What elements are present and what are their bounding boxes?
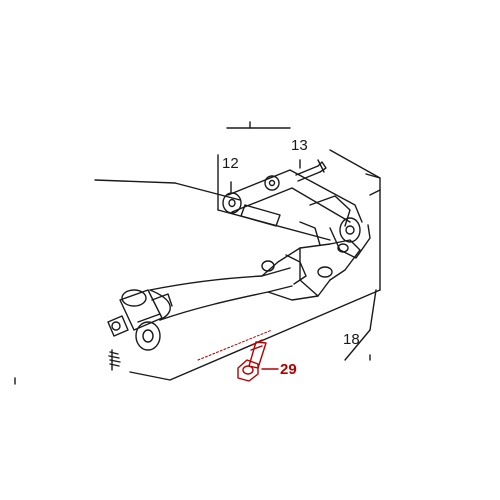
leader-lines <box>230 159 301 193</box>
callout-18: 18 <box>343 331 360 348</box>
trailing-arm <box>149 239 361 321</box>
bolt-29-highlight <box>197 329 279 382</box>
knuckle-bushing <box>107 289 173 371</box>
upper-link <box>222 169 371 259</box>
bolt-13 <box>295 159 327 182</box>
callout-29: 29 <box>280 361 297 378</box>
callout-12: 12 <box>222 155 239 172</box>
edge-marks <box>14 354 371 385</box>
assembly-frame-lines <box>94 121 381 381</box>
callout-13: 13 <box>291 137 308 154</box>
